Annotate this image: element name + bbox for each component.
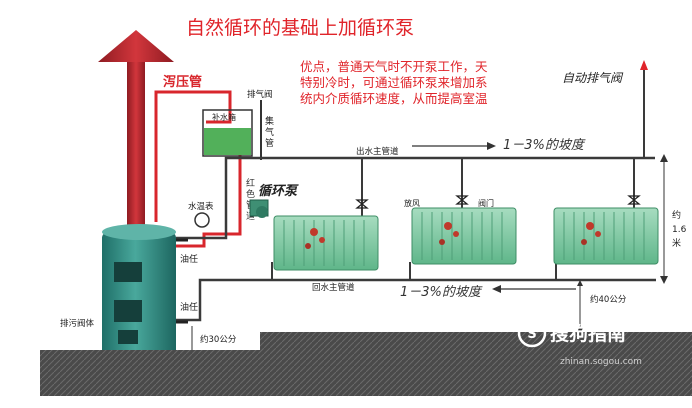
chimney-arrow: [98, 30, 174, 232]
boiler: [102, 224, 176, 362]
relief-pipe-label: 泻压管: [163, 74, 202, 90]
svg-text:S: S: [527, 327, 536, 342]
drain-outlet-label: 排污阀体: [60, 318, 95, 329]
relief-pipe: [154, 90, 232, 222]
advantage-note-line-1: 优点，普通天气时不开泵工作，天: [300, 59, 488, 74]
slope-top-label: 1－3%的坡度: [503, 138, 586, 153]
return-flow-arrow: [492, 285, 576, 293]
ground-slab: [40, 332, 692, 396]
advantage-note-line-3: 统内介质循环速度，从而提高室温: [300, 91, 488, 106]
return-main-label: 回水主管道: [312, 282, 355, 293]
watermark-brand: 搜狗指南: [550, 322, 626, 345]
red-pipe-label-2: 色: [246, 188, 255, 200]
radiator-2: [411, 207, 517, 265]
gas-pipe-label-2: 气: [265, 126, 274, 138]
red-pipe-label-1: 红: [246, 177, 255, 189]
dim-vertical: [660, 154, 668, 284]
make-up-tank-label: 补水箱: [212, 112, 236, 122]
valve-2-icon: [455, 195, 469, 205]
auto-exhaust-valve-label: 自动排气阀: [562, 71, 624, 85]
dim-40cm: [577, 280, 583, 334]
sogou-logo-icon: [517, 318, 547, 348]
watermark-url: zhinan.sogou.com: [560, 357, 642, 367]
diagram-title: 自然循环的基础上加循环泵: [186, 17, 414, 39]
dim-vertical-label-2: 1.6: [672, 225, 687, 235]
red-balance-pipe: [176, 150, 242, 248]
sogou-watermark: S 搜狗指南 zhinan.sogou.com: [517, 318, 642, 367]
exhaust-valve-label: 排气阀: [247, 89, 273, 100]
advantage-note-line-2: 特别冷时，可通过循环泵来增加系: [300, 75, 488, 90]
circulation-pump: [249, 199, 269, 218]
slope-bottom-label: 1－3%的坡度: [400, 285, 483, 300]
dim-vertical-label-1: 约: [672, 209, 681, 221]
supply-main-label: 出水主管道: [356, 146, 399, 157]
air-vent-label: 放风: [404, 198, 420, 208]
water-temp-gauge-label: 水温表: [188, 201, 214, 212]
make-up-tank: 补水箱: [202, 109, 253, 157]
dim-vertical-label-3: 米: [672, 237, 681, 249]
valve-bottom-label: 油任: [180, 301, 198, 313]
supply-flow-arrow: [412, 142, 496, 150]
gas-pipe-label-3: 管: [265, 137, 274, 149]
supply-main-pipe: [176, 156, 655, 240]
valve-left-label: 油任: [180, 253, 198, 265]
radiator-3: [553, 207, 659, 265]
valve-3-icon: [627, 195, 641, 205]
dim-30cm-label: 约30公分: [200, 334, 237, 345]
valve-1-icon: [355, 199, 369, 209]
water-temp-gauge: [194, 212, 210, 228]
gas-pipe-label-1: 集: [265, 115, 274, 127]
pump-label: 循环泵: [258, 183, 299, 199]
valve-mid-label: 阀门: [478, 198, 494, 208]
dim-40cm-label: 约40公分: [590, 294, 627, 305]
auto-exhaust-arrow-icon: [640, 60, 648, 70]
return-main-pipe: [176, 278, 656, 322]
radiator-1: [273, 215, 379, 271]
